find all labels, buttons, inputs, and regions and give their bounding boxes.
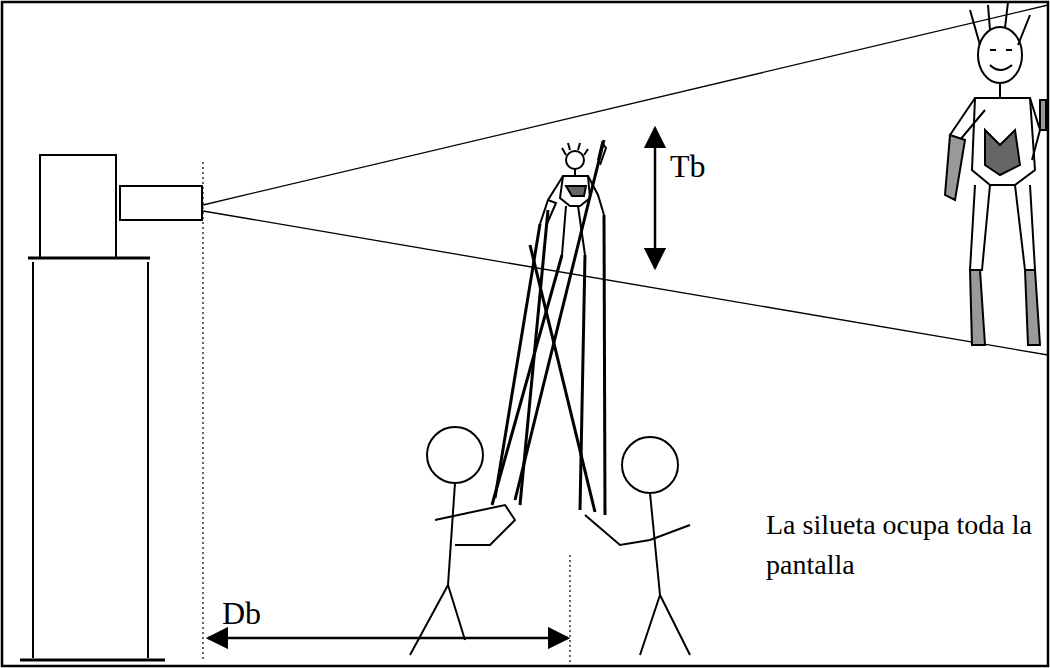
projector-lens: [120, 186, 202, 220]
dimension-label: Db: [222, 595, 261, 632]
puppet-rods: [492, 140, 605, 515]
projector-body: [40, 155, 116, 258]
light-beam: [203, 5, 1048, 205]
person: [410, 427, 515, 655]
person: [585, 437, 690, 655]
dimension-arrow: [654, 128, 657, 268]
light-beam: [203, 211, 1048, 355]
dimension-label: Tb: [670, 148, 706, 185]
dimension-arrow: [208, 637, 568, 640]
silhouette: [945, 2, 1046, 345]
puppet: [540, 143, 606, 255]
note-text: La silueta ocupa toda la pantalla: [766, 505, 1036, 585]
